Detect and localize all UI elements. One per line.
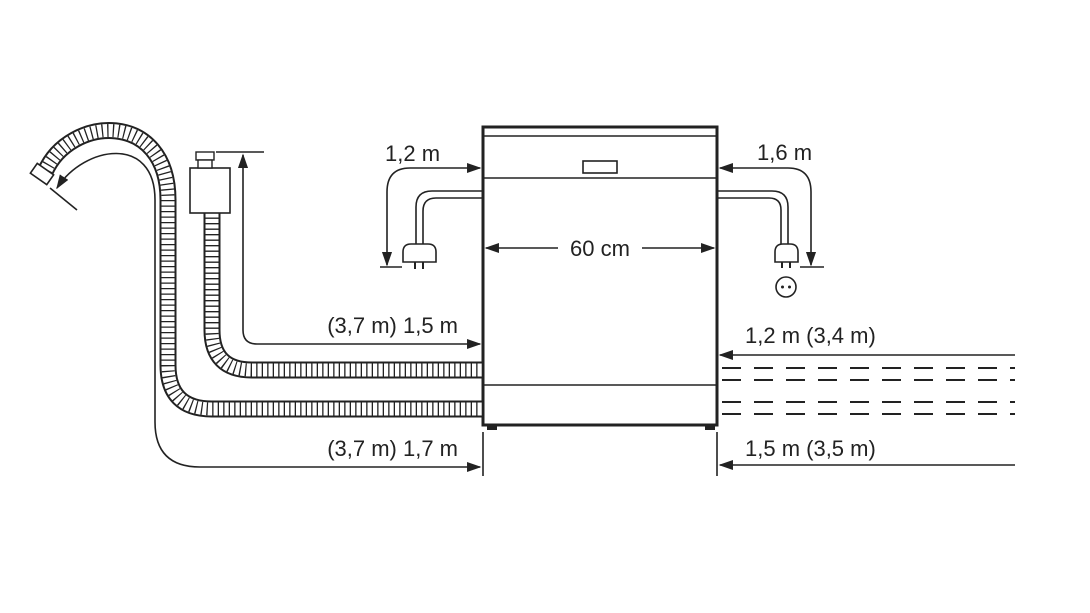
width-label: 60 cm bbox=[570, 236, 630, 261]
width-dimension: 60 cm bbox=[484, 236, 716, 261]
drain-connector bbox=[29, 162, 55, 186]
foot-right bbox=[705, 425, 715, 430]
drain-right-label: 1,5 m (3,5 m) bbox=[745, 436, 876, 461]
inlet-left-label: (3,7 m) 1,5 m bbox=[327, 313, 458, 338]
foot-left bbox=[487, 425, 497, 430]
inlet-right-label: 1,2 m (3,4 m) bbox=[745, 323, 876, 348]
plug-icon bbox=[774, 243, 799, 263]
aquastop-valve bbox=[189, 167, 231, 214]
dishwasher bbox=[481, 125, 719, 430]
drain-hose: (3,7 m) 1,7 m bbox=[29, 122, 484, 476]
inlet-hose: (3,7 m) 1,5 m bbox=[189, 151, 483, 379]
plug-icon bbox=[402, 243, 437, 263]
right-hoses: 1,2 m (3,4 m) 1,5 m (3,5 m) bbox=[716, 323, 1015, 476]
socket-icon bbox=[775, 276, 797, 298]
power-cord-left-label: 1,2 m bbox=[385, 141, 440, 166]
drain-left-label: (3,7 m) 1,7 m bbox=[327, 436, 458, 461]
power-cord-left: 1,2 m bbox=[380, 141, 483, 269]
power-cord-right: 1,6 m bbox=[717, 140, 824, 298]
control-display bbox=[582, 160, 618, 174]
power-cord-right-label: 1,6 m bbox=[757, 140, 812, 165]
